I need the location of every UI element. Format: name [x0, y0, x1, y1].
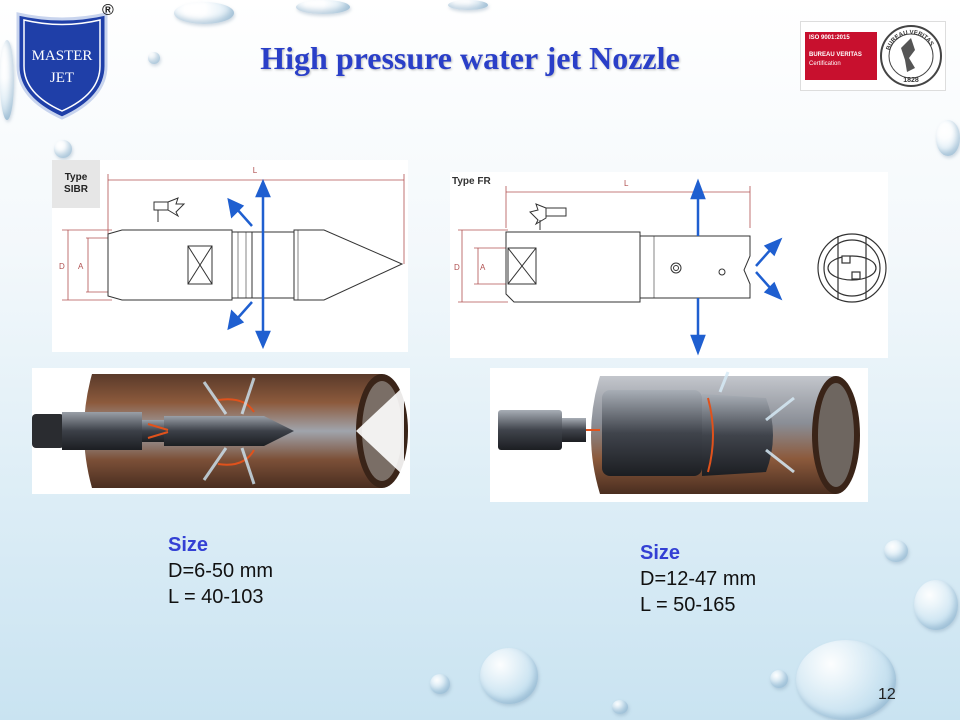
cert-bureau: BUREAU VERITAS: [809, 52, 862, 58]
fr-size-l: L = 50-165: [640, 594, 736, 616]
fr-size-title: Size: [640, 542, 681, 564]
water-drop: [480, 648, 538, 704]
water-drop: [148, 52, 160, 64]
water-drop: [796, 640, 896, 720]
fr-dim-A: A: [480, 263, 486, 272]
page-number: 12: [878, 686, 896, 703]
water-drop: [430, 674, 450, 694]
logo-line1: MASTER: [32, 48, 93, 64]
cert-certification: Certification: [809, 61, 841, 67]
fr-type-label: Type FR: [452, 176, 491, 187]
sibr-size-l: L = 40-103: [168, 586, 264, 608]
sibr-dim-L: L: [253, 166, 258, 175]
page-title: High pressure water jet Nozzle: [260, 40, 680, 76]
sibr-size-block: Size D=6-50 mm L = 40-103: [168, 532, 273, 610]
certification-red-block: ISO 9001:2015 BUREAU VERITAS Certificati…: [805, 32, 877, 80]
sibr-pipe-photo: [32, 368, 410, 494]
sibr-technical-drawing: L D A: [59, 166, 405, 350]
water-drop: [770, 670, 788, 688]
seal-year: 1828: [903, 77, 919, 84]
water-drop: [0, 40, 14, 120]
sibr-size-title: Size: [168, 534, 209, 556]
fr-diagram-panel: L D A: [450, 172, 888, 358]
shield-icon: MASTER JET: [16, 12, 108, 120]
fr-size-block: Size D=12-47 mm L = 50-165: [640, 540, 756, 618]
water-drop: [54, 140, 72, 158]
sibr-type-line2: SIBR: [64, 184, 88, 195]
fr-pipe-illustration: [490, 368, 868, 502]
fr-technical-drawing: L D A: [454, 178, 887, 356]
water-drop: [884, 540, 908, 562]
fr-size-d: D=12-47 mm: [640, 568, 757, 590]
cert-iso: ISO 9001:2015: [809, 35, 850, 41]
water-drop: [174, 2, 234, 24]
certification-badge: ISO 9001:2015 BUREAU VERITAS Certificati…: [800, 21, 946, 91]
water-drop: [448, 0, 488, 10]
fr-dim-D: D: [454, 263, 460, 272]
bureau-veritas-seal-icon: BUREAU VERITAS 1828: [880, 25, 942, 87]
fr-dim-L: L: [624, 179, 629, 188]
master-jet-logo: MASTER JET: [14, 10, 110, 120]
water-drop: [936, 120, 960, 156]
sibr-type-line1: Type: [64, 172, 88, 183]
sibr-dim-D: D: [59, 262, 65, 271]
fr-pipe-photo: [490, 368, 868, 502]
sibr-dim-A: A: [78, 262, 84, 271]
sibr-type-box: Type SIBR: [52, 160, 100, 208]
water-drop: [296, 0, 350, 14]
sibr-size-d: D=6-50 mm: [168, 560, 274, 582]
sibr-diagram-panel: L D A: [52, 160, 408, 352]
logo-line2: JET: [50, 70, 74, 86]
water-drop: [612, 700, 628, 714]
sibr-pipe-illustration: [32, 368, 410, 494]
water-drop: [914, 580, 958, 630]
registered-mark: ®: [102, 2, 114, 19]
